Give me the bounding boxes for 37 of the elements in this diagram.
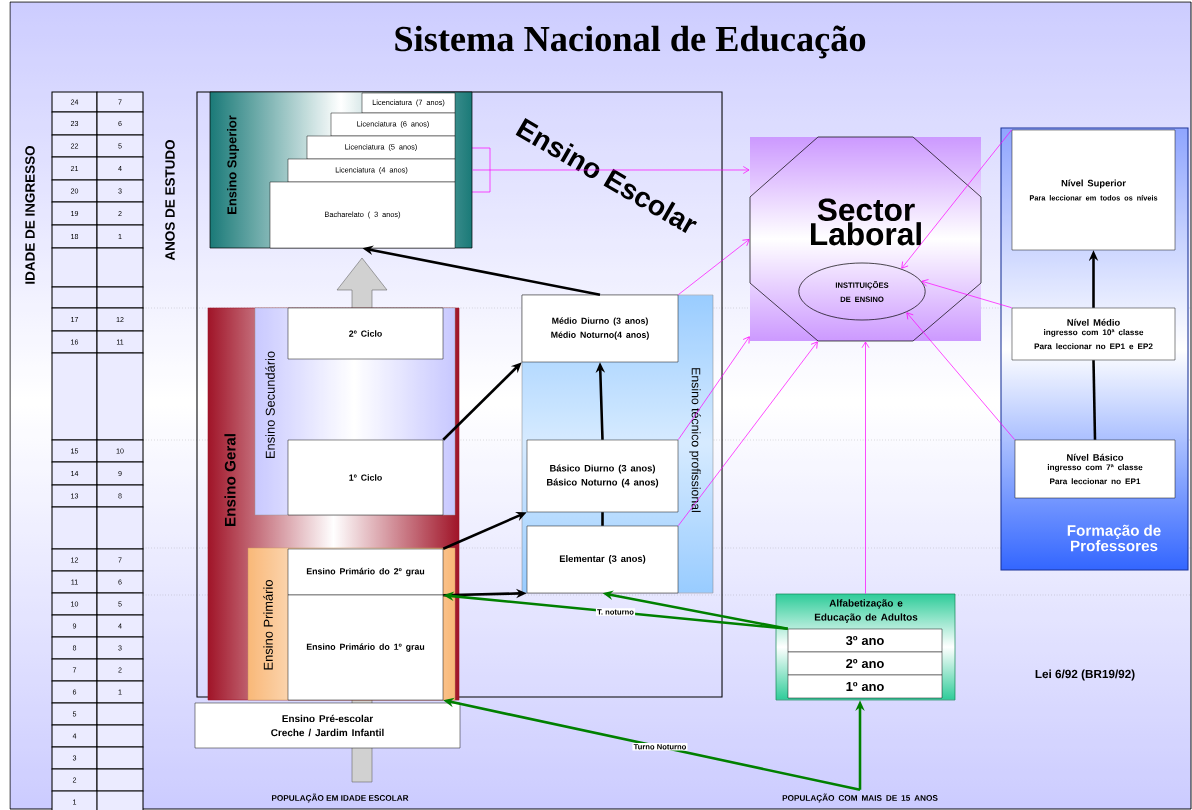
arrow bbox=[472, 166, 750, 174]
heading: Alfabetização e Educação de Adultos bbox=[814, 599, 918, 623]
box: Elementar (3 anos) bbox=[526, 525, 679, 594]
title: Sistema Nacional de Educação bbox=[395, 25, 866, 59]
panel-label: Ensino Secundário bbox=[265, 351, 275, 458]
arrow bbox=[442, 362, 522, 441]
panel-label: Ensino Superior bbox=[227, 115, 239, 214]
arrow bbox=[677, 239, 750, 296]
arrow bbox=[861, 341, 870, 594]
panel-label: Ensino Geral bbox=[224, 434, 236, 526]
arrow bbox=[901, 129, 1013, 269]
caption-text: POPULAÇÃO EM IDADE ESCOLAR bbox=[272, 793, 409, 803]
box: 3º ano bbox=[787, 628, 943, 653]
box: Nível Médio ingresso com 10ª classe Para leccionar no EP1 e EP2 bbox=[1011, 307, 1176, 361]
text-label: POPULAÇÃO COM MAIS DE 15 ANOS bbox=[782, 793, 938, 803]
arrow bbox=[677, 341, 818, 527]
box: Básico Diurno (3 anos) Básico Noturno (4 anos) bbox=[526, 439, 679, 513]
heading: Sector Laboral bbox=[811, 198, 921, 246]
arrow bbox=[921, 279, 1013, 309]
box: Médio Diurno (3 anos) Médio Noturno(4 anos) bbox=[521, 294, 679, 363]
heading: Formação de Professores bbox=[1067, 524, 1161, 552]
box: Nível Básico ingresso com 7ª classe Para leccionar no EP1 bbox=[1014, 439, 1176, 499]
connector-line bbox=[1092, 360, 1097, 440]
box: 1º Ciclo bbox=[287, 439, 444, 516]
arrow bbox=[677, 336, 750, 441]
connector-line bbox=[601, 512, 604, 526]
box: Ensino Pré-escolar Creche / Jardim Infantil bbox=[194, 702, 461, 749]
box: 2º Ciclo bbox=[287, 307, 444, 360]
box: Ensino Primário do 2º grau bbox=[287, 548, 444, 596]
axis-label: ANOS DE ESTUDO bbox=[165, 139, 175, 261]
arrow bbox=[906, 312, 1016, 441]
box: 2º ano bbox=[787, 651, 943, 676]
note: Lei 6/92 (BR19/92) bbox=[1035, 669, 1135, 681]
panel-label: Ensino técnico profissional bbox=[689, 368, 701, 512]
panel-label: Ensino Primário bbox=[263, 580, 273, 670]
axis-label: IDADE DE INGRESSO bbox=[25, 145, 35, 284]
box: 1º ano bbox=[787, 674, 943, 699]
